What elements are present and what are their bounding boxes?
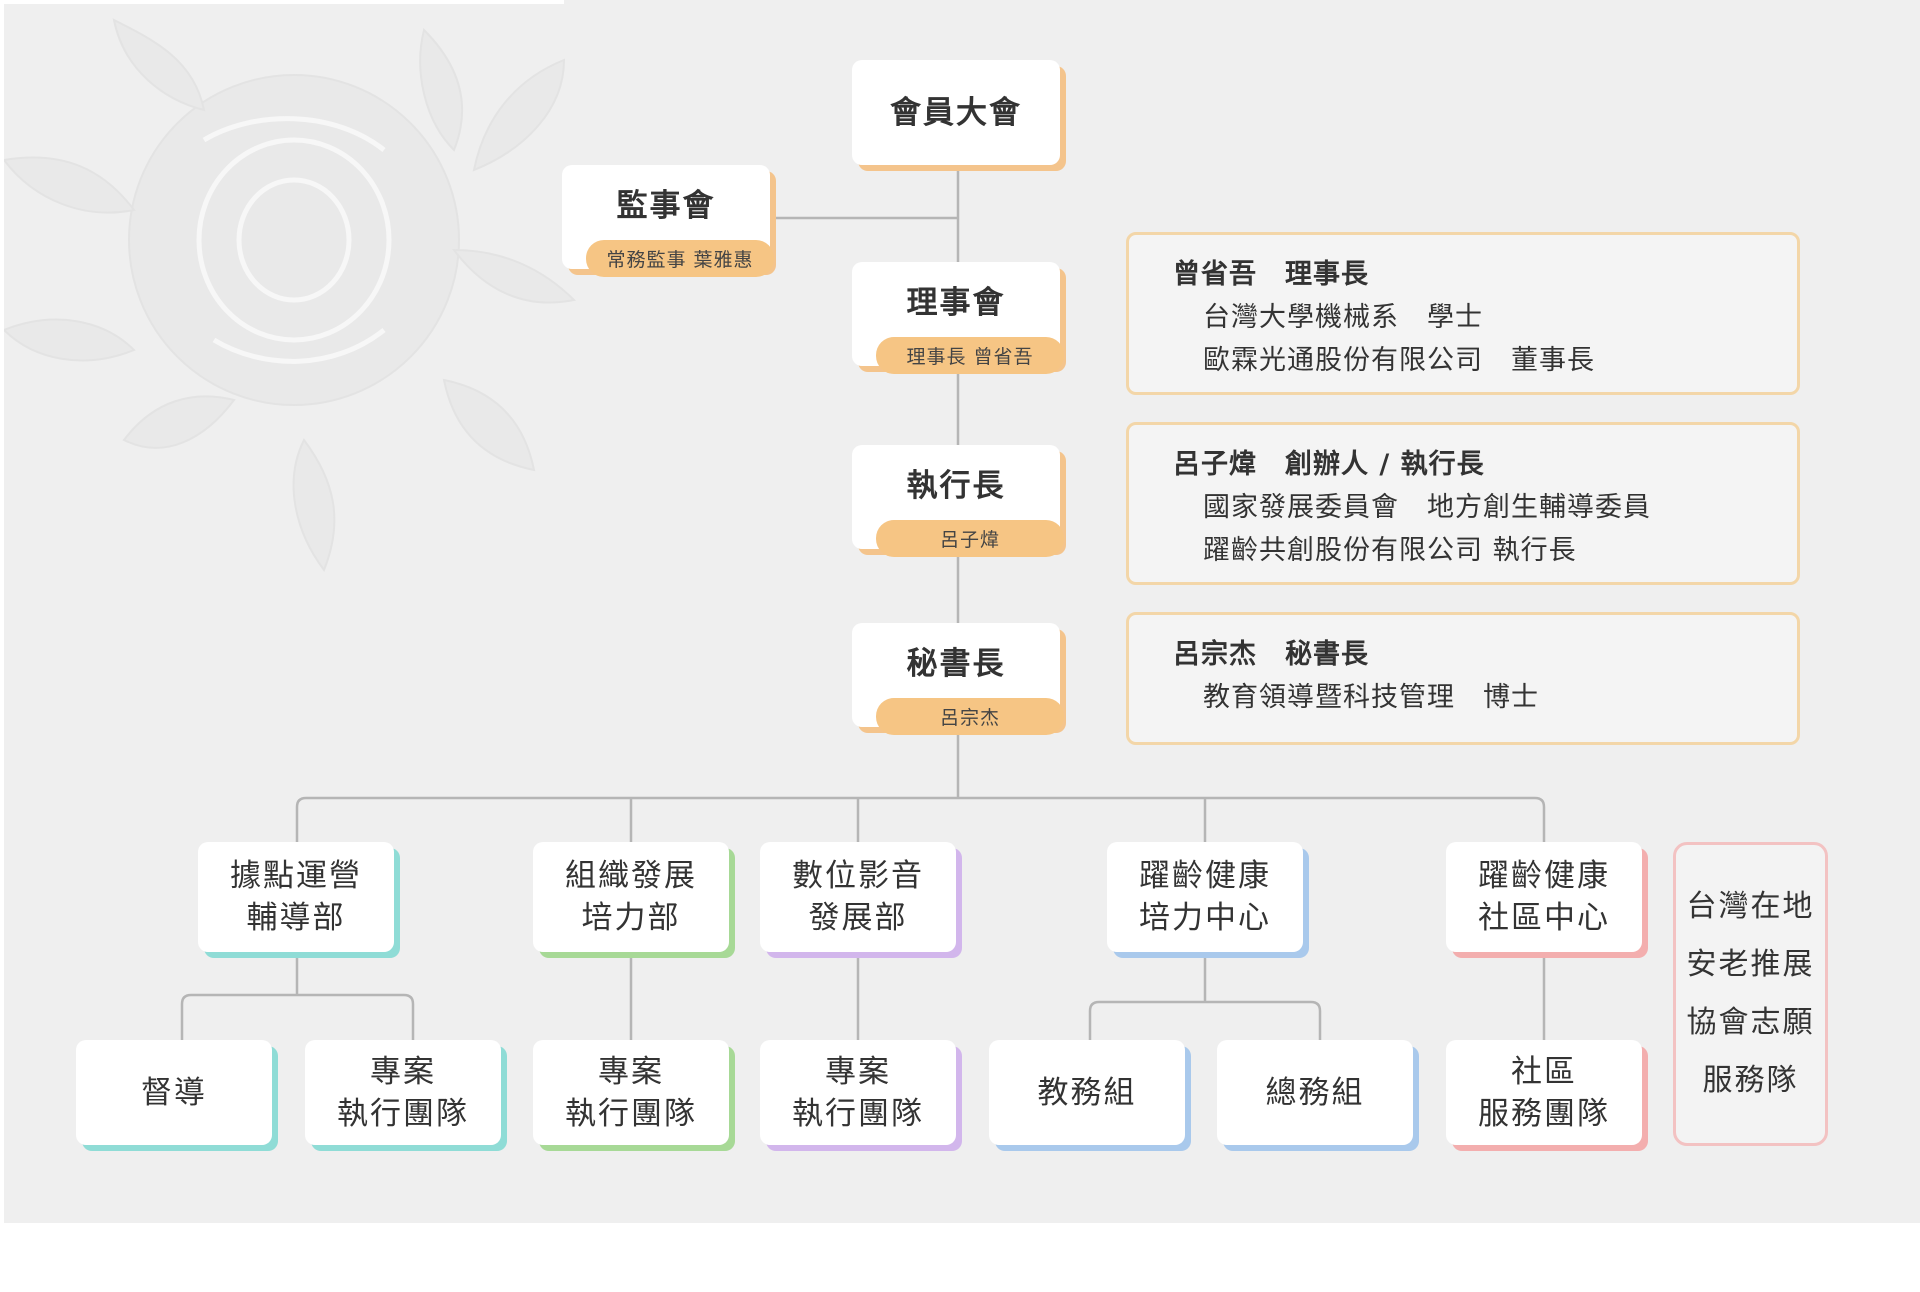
ceo-tag: 呂子煒 (876, 520, 1064, 557)
board-title: 理事會 (906, 285, 1006, 321)
secretary-title: 秘書長 (906, 646, 1006, 682)
unit-box: 專案 執行團隊 (760, 1040, 956, 1145)
department-box: 躍齡健康 培力中心 (1107, 842, 1303, 952)
unit-name-line: 執行團隊 (565, 1095, 697, 1132)
ceo-profile-card: 呂子煒 創辦人 / 執行長 國家發展委員會 地方創生輔導委員 躍齡共創股份有限公… (1126, 422, 1800, 585)
unit-box: 教務組 (989, 1040, 1185, 1145)
unit-name-line: 服務團隊 (1478, 1095, 1610, 1132)
chair-profile-card: 曾省吾 理事長 台灣大學機械系 學士 歐霖光通股份有限公司 董事長 (1126, 232, 1800, 395)
unit-name-line: 專案 (825, 1053, 891, 1090)
general-assembly-box: 會員大會 (852, 60, 1060, 165)
unit-name-line: 執行團隊 (792, 1095, 924, 1132)
department-name-line: 躍齡健康 (1139, 858, 1271, 894)
secretary-profile-line: 教育領導暨科技管理 博士 (1203, 682, 1539, 713)
department-box: 據點運營 輔導部 (198, 842, 394, 952)
department-box: 數位影音 發展部 (760, 842, 956, 952)
org-chart-canvas: 會員大會 監事會 常務監事 葉雅惠 理事會 理事長 曾省吾 執行長 呂子煒 秘書… (4, 0, 1920, 1223)
secretary-profile-card: 呂宗杰 秘書長 教育領導暨科技管理 博士 (1126, 612, 1800, 745)
board-tag: 理事長 曾省吾 (876, 337, 1064, 374)
chair-profile-line: 歐霖光通股份有限公司 董事長 (1203, 345, 1595, 376)
department-name-line: 培力中心 (1139, 900, 1271, 936)
department-name-line: 輔導部 (246, 900, 346, 936)
unit-name-line: 督導 (141, 1074, 207, 1111)
department-name-line: 躍齡健康 (1478, 858, 1610, 894)
volunteer-team-box: 台灣在地 安老推展 協會志願 服務隊 (1673, 842, 1828, 1146)
flower-watermark-icon (4, 18, 577, 573)
department-name-line: 發展部 (808, 900, 908, 936)
unit-box: 總務組 (1217, 1040, 1413, 1145)
unit-name-line: 社區 (1511, 1053, 1577, 1090)
department-box: 躍齡健康 社區中心 (1446, 842, 1642, 952)
unit-name-line: 總務組 (1265, 1074, 1365, 1111)
unit-box: 社區 服務團隊 (1446, 1040, 1642, 1145)
department-name-line: 數位影音 (792, 858, 924, 894)
ceo-title: 執行長 (906, 468, 1006, 504)
ceo-profile-line: 國家發展委員會 地方創生輔導委員 (1203, 492, 1651, 523)
volunteer-team-line: 服務隊 (1702, 1063, 1799, 1098)
secretary-profile-heading: 呂宗杰 秘書長 (1173, 639, 1369, 670)
chair-profile-heading: 曾省吾 理事長 (1173, 259, 1369, 290)
volunteer-team-line: 協會志願 (1686, 1005, 1815, 1040)
supervisors-title: 監事會 (616, 188, 716, 224)
volunteer-team-line: 安老推展 (1686, 947, 1815, 982)
unit-name-line: 執行團隊 (337, 1095, 469, 1132)
ceo-profile-line: 躍齡共創股份有限公司 執行長 (1203, 535, 1577, 566)
department-name-line: 據點運營 (230, 858, 362, 894)
department-name-line: 培力部 (581, 900, 681, 936)
department-box: 組織發展 培力部 (533, 842, 729, 952)
unit-name-line: 專案 (598, 1053, 664, 1090)
unit-box: 督導 (76, 1040, 272, 1145)
general-assembly-title: 會員大會 (890, 94, 1022, 131)
unit-box: 專案 執行團隊 (533, 1040, 729, 1145)
supervisors-tag: 常務監事 葉雅惠 (586, 240, 774, 277)
secretary-tag: 呂宗杰 (876, 698, 1064, 735)
chair-profile-line: 台灣大學機械系 學士 (1203, 302, 1483, 333)
unit-box: 專案 執行團隊 (305, 1040, 501, 1145)
unit-name-line: 專案 (370, 1053, 436, 1090)
department-name-line: 組織發展 (565, 858, 697, 894)
department-name-line: 社區中心 (1478, 900, 1610, 936)
ceo-profile-heading: 呂子煒 創辦人 / 執行長 (1173, 449, 1485, 480)
unit-name-line: 教務組 (1037, 1074, 1137, 1111)
top-strip (4, 0, 564, 4)
volunteer-team-line: 台灣在地 (1686, 889, 1815, 924)
